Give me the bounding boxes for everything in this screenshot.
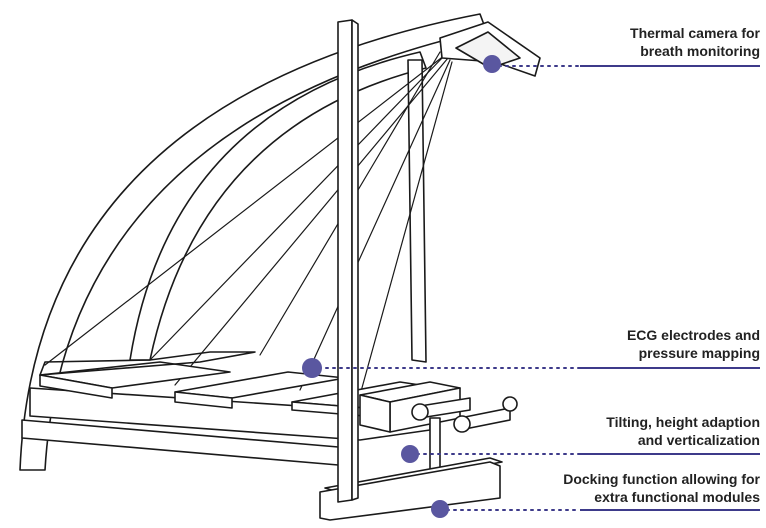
docking-label: Docking function allowing for extra func… [563,470,760,506]
camera-view-lines [44,51,453,396]
docking-label-line2: extra functional modules [594,489,760,505]
docking-label-line1: Docking function allowing for [563,471,760,487]
thermal-camera-label: Thermal camera for breath monitoring [630,24,760,60]
ecg-pressure-label: ECG electrodes and pressure mapping [627,326,760,362]
docking-plate [319,461,501,521]
ecg-pressure-label-line1: ECG electrodes and [626,327,760,343]
back-plane [39,351,256,376]
thermal-camera-label-line1: Thermal camera for [630,25,760,41]
ecg-pressure-label-line2: pressure mapping [638,345,760,361]
main-pillar-face [351,19,359,501]
tilting-marker [401,445,419,463]
thermal-camera-marker [483,55,501,73]
mattress-segment-2-side [174,391,233,409]
mattress-segment-1-side [39,374,113,399]
outer-arch [19,13,487,471]
callout-leaders [302,55,760,518]
docking-marker [431,500,449,518]
thermal-camera-label-line2: breath monitoring [640,43,760,59]
tilting-label-line2: and verticalization [637,432,760,448]
tilting-label-line1: Tilting, height adaption [606,414,760,430]
main-pillar [337,19,353,503]
ecg-pressure-marker [302,358,322,378]
camera-head [455,31,521,69]
inner-arch-rib [407,59,427,363]
foot-module-side [359,394,391,433]
foot-rollers [411,396,518,433]
tilting-label: Tilting, height adaption and verticaliza… [606,413,760,449]
inner-arch [129,51,427,361]
